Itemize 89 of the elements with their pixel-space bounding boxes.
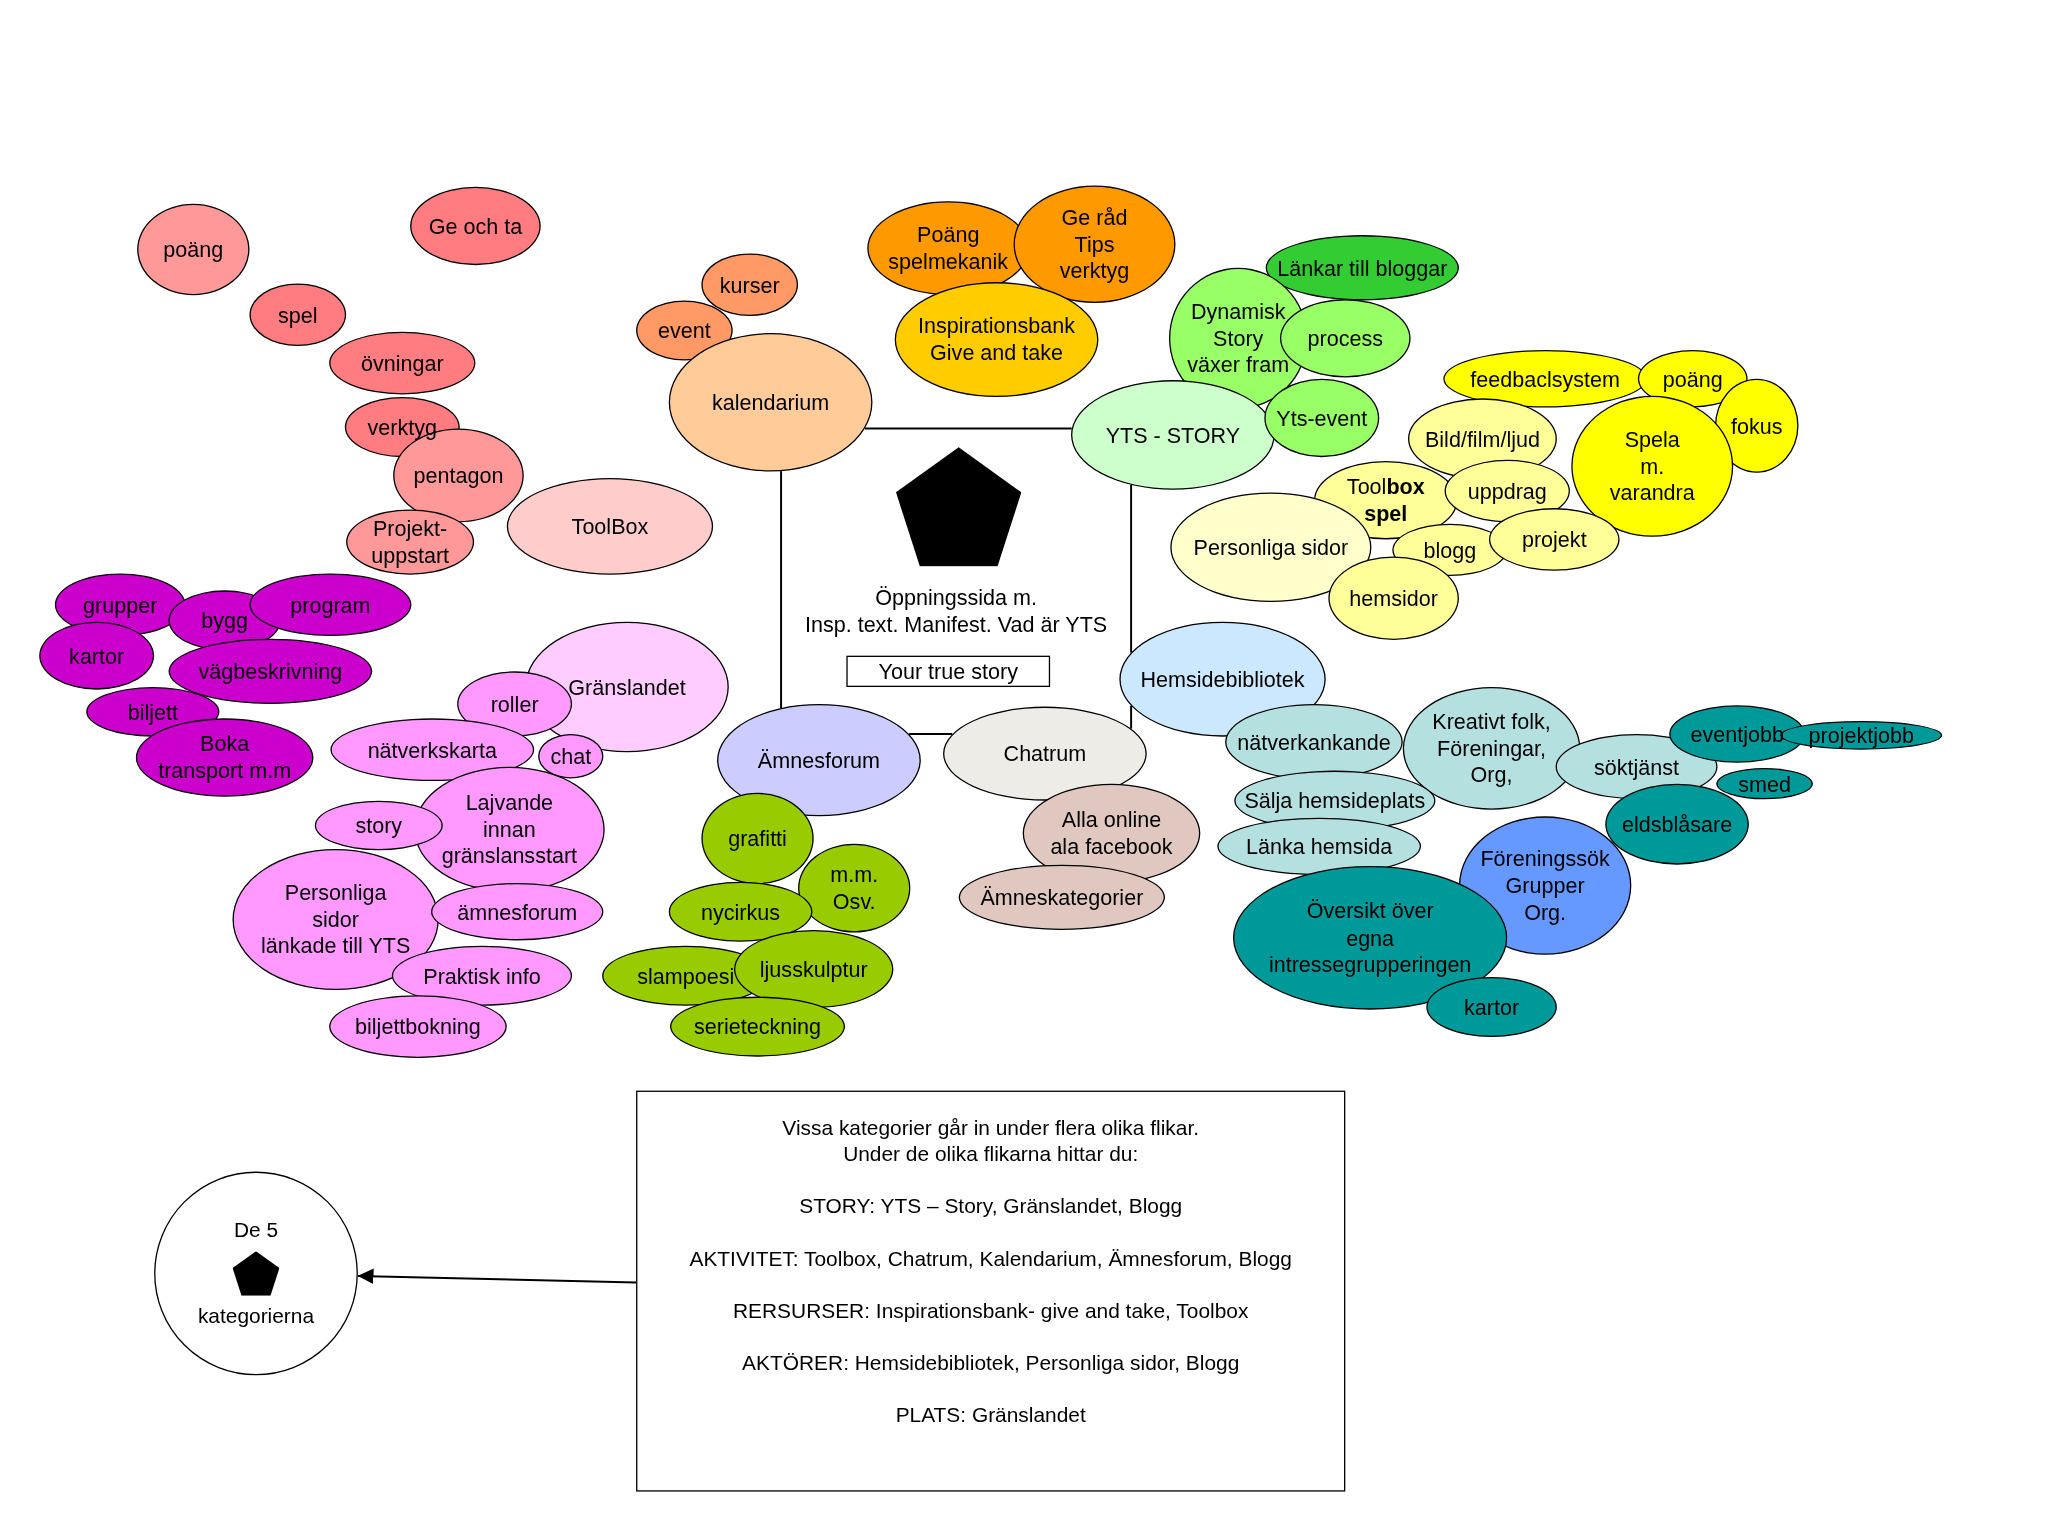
bubble-label: Lajvande innan gränslansstart: [441, 789, 578, 870]
bubble-label: Boka transport m.m: [158, 730, 292, 785]
bubble-label: Hemsidebibliotek: [1140, 666, 1305, 693]
topic-bubble: [538, 734, 604, 779]
tagline-panel: [846, 655, 1051, 687]
bubble-label: övningar: [360, 349, 444, 377]
note-text: PLATS: Gränslandet: [895, 1403, 1086, 1429]
bubble-label: nycirkus: [701, 898, 781, 926]
bubble-label: m.m. Osv.: [830, 861, 879, 915]
bubble-label: Personliga sidor: [1193, 534, 1349, 561]
bubble-label: biljettbokning: [355, 1013, 481, 1041]
bubble-label: kartor: [1464, 993, 1520, 1021]
bubble-label: Ämneskategorier: [980, 884, 1144, 911]
bubble-label: Inspirationsbank Give and take: [918, 312, 1076, 367]
bubble-label: grupper: [83, 591, 158, 619]
bubble-label: eventjobb: [1690, 720, 1784, 748]
bubble-label: slampoesi: [637, 962, 735, 990]
bubble-label: vägbeskrivning: [198, 658, 343, 685]
bubble-label: smed: [1738, 770, 1791, 797]
bubble-label: Föreningssök Grupper Org.: [1480, 845, 1610, 926]
bubble-label: Praktisk info: [423, 962, 541, 989]
bubble-label: projekt: [1521, 526, 1587, 553]
bubble-label: söktjänst: [1594, 753, 1680, 781]
connector-line: [1130, 704, 1133, 730]
bubble-label: Toolbox spel: [1346, 473, 1425, 528]
note-text: STORY: YTS – Story, Gränslandet, Blogg: [799, 1194, 1183, 1220]
bubble-label: kalendarium: [711, 389, 830, 416]
note-text: RERSURSER: Inspirationsbank- give and take, Toolbox: [733, 1298, 1249, 1324]
bubble-label: chat: [550, 743, 592, 770]
note-text: AKTÖRER: Hemsidebibliotek, Personliga sidor, Blogg: [742, 1350, 1240, 1377]
bubble-label: biljett: [127, 698, 178, 726]
legend-text: De 5: [233, 1217, 279, 1243]
bubble-label: Länka hemsida: [1246, 833, 1393, 860]
bubble-label: event: [658, 317, 711, 344]
caption-text: Öppningssida m. Insp. text. Manifest. Vad är YTS: [803, 584, 1109, 638]
bubble-label: bygg: [201, 607, 248, 634]
bubble-label: Kreativt folk, Föreningar, Org,: [1432, 708, 1551, 789]
bubble-label: Dynamisk Story växer fram: [1187, 298, 1290, 379]
bubble-label: Sälja hemsideplats: [1244, 787, 1426, 815]
bubble-label: Spela m. varandra: [1609, 426, 1695, 507]
connector-line: [1130, 484, 1133, 654]
topic-bubble: [431, 882, 604, 941]
connector-line: [908, 733, 954, 735]
bubble-label: Projekt- uppstart: [371, 515, 450, 569]
bubble-label: ToolBox: [571, 513, 649, 540]
bubble-label: Länkar till bloggar: [1277, 254, 1448, 282]
bubble-label: story: [355, 812, 403, 839]
bubble-label: ljusskulptur: [759, 956, 868, 983]
bubble-label: Bild/film/ljud: [1424, 425, 1540, 453]
bubble-label: kurser: [719, 271, 780, 299]
topic-bubble: [1716, 768, 1813, 800]
tagline-text: Your true story: [878, 658, 1018, 685]
bubble-label: fokus: [1731, 412, 1783, 440]
note-text: AKTIVITET: Toolbox, Chatrum, Kalendarium, Ämnesforum, Blogg: [689, 1246, 1292, 1272]
bubble-label: poäng: [163, 236, 224, 263]
bubble-label: Gränslandet: [568, 673, 686, 701]
bubble-label: poäng: [1662, 365, 1723, 393]
bubble-label: verktyg: [367, 413, 437, 441]
bubble-label: roller: [490, 690, 539, 718]
bubble-label: nätverkankande: [1237, 728, 1391, 756]
bubble-label: Ge råd Tips verktyg: [1059, 204, 1130, 285]
bubble-label: blogg: [1423, 536, 1477, 564]
arrow: [356, 1268, 638, 1285]
bubble-label: process: [1307, 325, 1384, 352]
bubble-label: Ge och ta: [428, 212, 523, 240]
bubble-label: uppdrag: [1467, 477, 1547, 505]
bubble-label: YTS - STORY: [1105, 421, 1241, 449]
bubble-label: Chatrum: [1003, 740, 1087, 767]
bubble-label: pentagon: [413, 462, 504, 489]
connector-line: [780, 470, 783, 709]
bubble-label: Personliga sidor länkade till YTS: [261, 879, 411, 960]
bubble-label: nätverkskarta: [367, 736, 497, 764]
bubble-label: eldsblåsare: [1621, 811, 1733, 838]
bubble-label: grafitti: [728, 825, 787, 852]
note-text: Vissa kategorier går in under flera olika flikar. Under de olika flikarna hittar du:: [782, 1115, 1199, 1168]
bubble-label: spel: [278, 301, 318, 329]
bubble-label: Ämnesforum: [757, 747, 880, 774]
bubble-label: feedbaclsystem: [1470, 365, 1620, 393]
bubble-label: ämnesforum: [457, 898, 578, 925]
bubble-label: serieteckning: [694, 1013, 822, 1041]
bubble-label: Yts-event: [1276, 404, 1368, 432]
bubble-label: kartor: [69, 642, 125, 669]
bubble-label: Alla online ala facebook: [1050, 806, 1173, 861]
bubble-label: hemsidor: [1349, 585, 1438, 612]
bubble-label: projektjobb: [1808, 722, 1914, 749]
legend-text: kategorierna: [197, 1303, 315, 1329]
bubble-label: Poäng spelmekanik: [888, 221, 1009, 276]
bubble-label: Översikt över egna intressegrupperingen: [1268, 897, 1472, 979]
bubble-label: program: [290, 591, 371, 619]
